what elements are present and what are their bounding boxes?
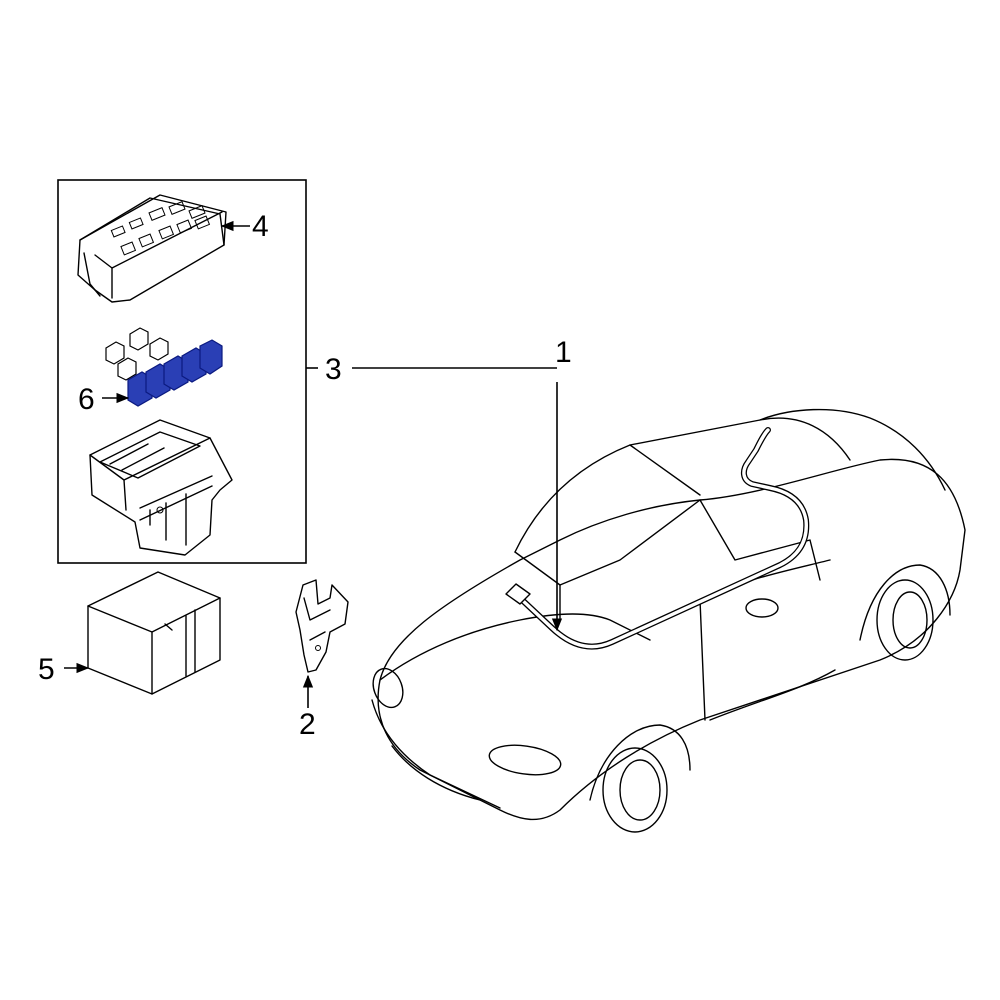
callout-2: 2: [299, 708, 316, 741]
callout-3: 3: [325, 353, 342, 386]
callout-4: 4: [252, 210, 269, 243]
leader-lines: [64, 220, 563, 708]
fuse-box-cover-part[interactable]: [77, 194, 227, 303]
wiring-harness-part[interactable]: [505, 427, 810, 650]
bracket-part[interactable]: [295, 579, 349, 673]
callout-5: 5: [38, 653, 55, 686]
fuse-set-part[interactable]: [105, 327, 223, 407]
fuse-box-body-part[interactable]: [89, 419, 233, 556]
fuse-box-assembly-frame: [57, 179, 307, 564]
vehicle-outline: [371, 408, 966, 833]
callout-1: 1: [555, 336, 572, 369]
fuse-box-lower-cover-part[interactable]: [87, 571, 221, 695]
callout-6: 6: [78, 383, 95, 416]
